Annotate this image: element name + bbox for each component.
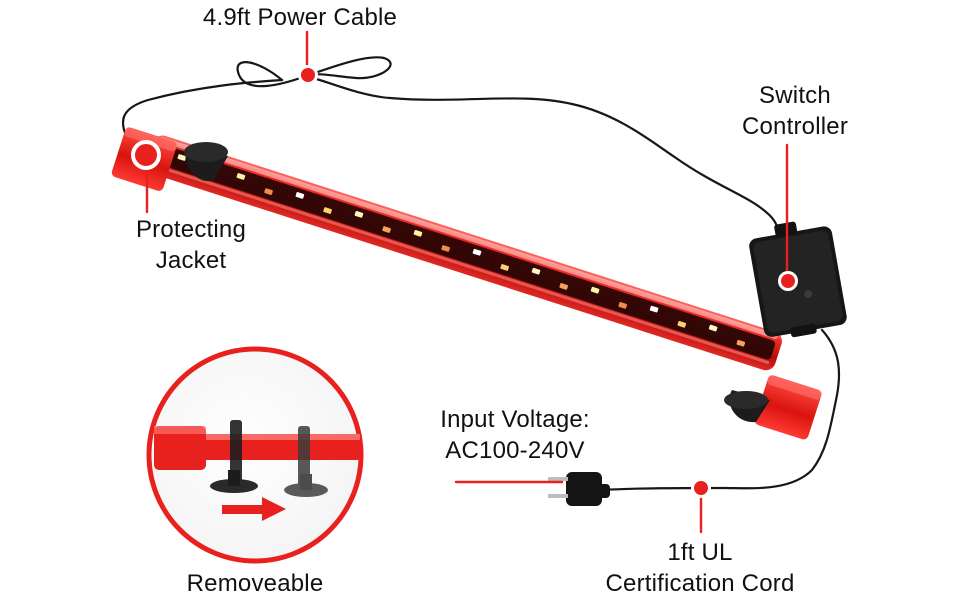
lower-cable — [598, 328, 841, 492]
led-bead — [323, 207, 332, 214]
input-voltage-text-line-1: Input Voltage: — [440, 406, 590, 433]
led-bead — [177, 154, 187, 161]
led-bead — [413, 229, 423, 237]
switch-controller-label: Switch Controller — [710, 80, 880, 142]
power-cable-text: 4.9ft Power Cable — [202, 4, 398, 31]
protecting-jacket-text-line-1: Protecting — [135, 216, 247, 243]
red-dot-icon — [691, 478, 711, 498]
power-plug-icon — [548, 472, 610, 506]
led-bead — [736, 339, 746, 347]
led-bead — [677, 320, 687, 328]
suction-cup — [724, 390, 770, 423]
led-bead — [472, 248, 482, 256]
red-dot-icon — [778, 271, 798, 291]
led-bead — [531, 267, 541, 275]
protecting-jacket-text-line-2: Jacket — [155, 247, 227, 274]
red-dot-icon — [298, 65, 318, 85]
led-bead — [708, 324, 718, 332]
suction-cup — [184, 142, 228, 182]
led-bead — [500, 264, 510, 271]
led-bead — [295, 192, 305, 199]
switch-controller-text-line-1: Switch — [759, 82, 831, 109]
led-bead — [559, 283, 569, 290]
input-voltage-text-line-2: AC100-240V — [445, 437, 585, 464]
led-bead — [649, 305, 659, 313]
removeable-text: Removeable — [186, 570, 324, 597]
right-end-cap — [754, 375, 822, 440]
input-voltage-label: Input Voltage: AC100-240V — [410, 404, 620, 466]
led-bead — [618, 302, 628, 309]
switch-controller-text-line-2: Controller — [741, 113, 849, 140]
led-bead — [236, 173, 246, 180]
ul-cord-text-line-1: 1ft UL — [667, 539, 733, 566]
power-cable — [121, 56, 780, 240]
led-tube — [146, 135, 782, 371]
power-cable-label: 4.9ft Power Cable — [150, 2, 450, 33]
led-bead — [590, 286, 600, 294]
led-bead — [382, 226, 391, 233]
red-dot-icon — [131, 140, 161, 170]
ul-certification-cord-label: 1ft UL Certification Cord — [560, 537, 840, 599]
ul-cord-text-line-2: Certification Cord — [605, 570, 795, 597]
led-bead — [264, 188, 273, 195]
led-bead — [354, 211, 364, 218]
right-arrow-icon — [222, 497, 286, 521]
removeable-detail-inset — [146, 346, 364, 564]
removeable-label: Removeable — [150, 568, 360, 599]
led-bead — [441, 245, 450, 252]
protecting-jacket-label: Protecting Jacket — [106, 214, 276, 276]
